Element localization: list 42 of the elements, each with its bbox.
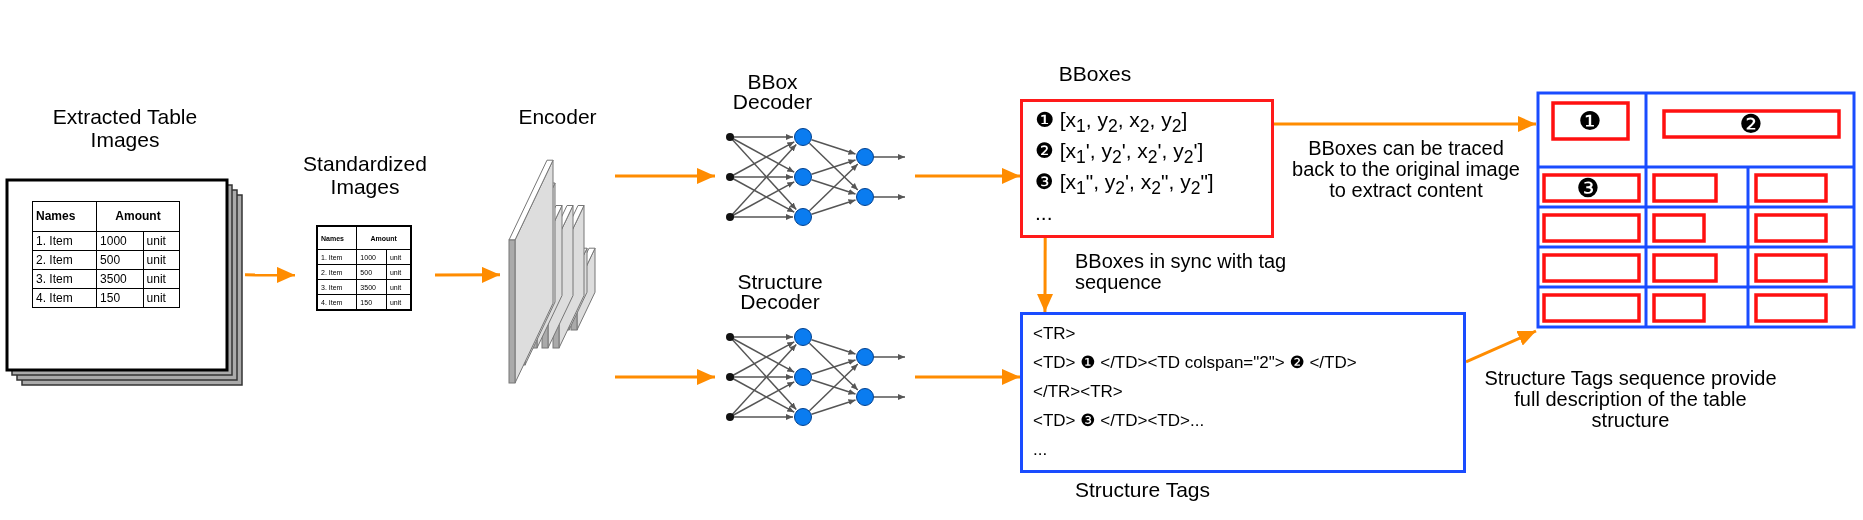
arrow bbox=[915, 368, 1020, 385]
callout-number: ❸ bbox=[1575, 172, 1601, 204]
tag-text: </TR><TR> bbox=[1033, 381, 1123, 403]
coordinate-text: ❶ [x$_{1}$, y$_{2}$, x$_{2}$, y$_{2}$] bbox=[1035, 107, 1188, 139]
table-cell: Names bbox=[32, 201, 97, 232]
box-caption: Structure Tags bbox=[1075, 478, 1210, 502]
arrow bbox=[1272, 116, 1536, 132]
table-cell: unit bbox=[143, 250, 180, 270]
table-cell: 150 bbox=[96, 288, 144, 308]
image-title: BBox Decoder bbox=[731, 72, 814, 112]
image-title: Extracted Table Images bbox=[51, 105, 199, 152]
table-cell: 1. Item bbox=[32, 231, 97, 251]
table-cell: unit bbox=[143, 269, 180, 289]
arrow bbox=[615, 167, 715, 184]
coordinate-text: ... bbox=[1035, 200, 1053, 226]
arrow bbox=[915, 167, 1020, 184]
image-title: BBoxes bbox=[1057, 62, 1133, 86]
image-title: Structure Decoder bbox=[736, 272, 824, 312]
callout-number: ❶ bbox=[1577, 105, 1603, 137]
table-cell: 2. Item bbox=[32, 250, 97, 270]
arrow bbox=[615, 369, 715, 386]
callout-number: ❷ bbox=[1738, 108, 1764, 140]
table-cell: 3. Item bbox=[32, 269, 97, 289]
tag-text: <TD> ❸ </TD><TD>... bbox=[1033, 410, 1205, 432]
table-cell: 3500 bbox=[96, 269, 144, 289]
image-title: Encoder bbox=[517, 105, 598, 129]
table-cell: 4. Item bbox=[32, 288, 97, 308]
image-title: Standardized Images bbox=[302, 152, 428, 199]
arrow bbox=[1465, 329, 1537, 364]
tag-text: <TD> ❶ </TD><TD colspan="2"> ❷ </TD> bbox=[1033, 352, 1357, 374]
tag-text: <TR> bbox=[1033, 323, 1076, 345]
tag-text: ... bbox=[1033, 439, 1048, 461]
arrow bbox=[1037, 237, 1054, 312]
table-cell: 1000 bbox=[96, 231, 144, 251]
table-cell: 500 bbox=[96, 250, 144, 270]
arrow bbox=[245, 266, 295, 283]
arrow bbox=[435, 266, 500, 283]
coordinate-text: ❸ [x$_{1}$", y$_{2}$', x$_{2}$", y$_{2}$"] bbox=[1035, 169, 1214, 201]
table-cell: unit bbox=[143, 231, 180, 251]
coordinate-text: ❷ [x$_{1}$', y$_{2}$', x$_{2}$', y$_{2}$'] bbox=[1035, 138, 1204, 170]
table-cell: Amount bbox=[96, 201, 180, 232]
table-cell: unit bbox=[143, 288, 180, 308]
